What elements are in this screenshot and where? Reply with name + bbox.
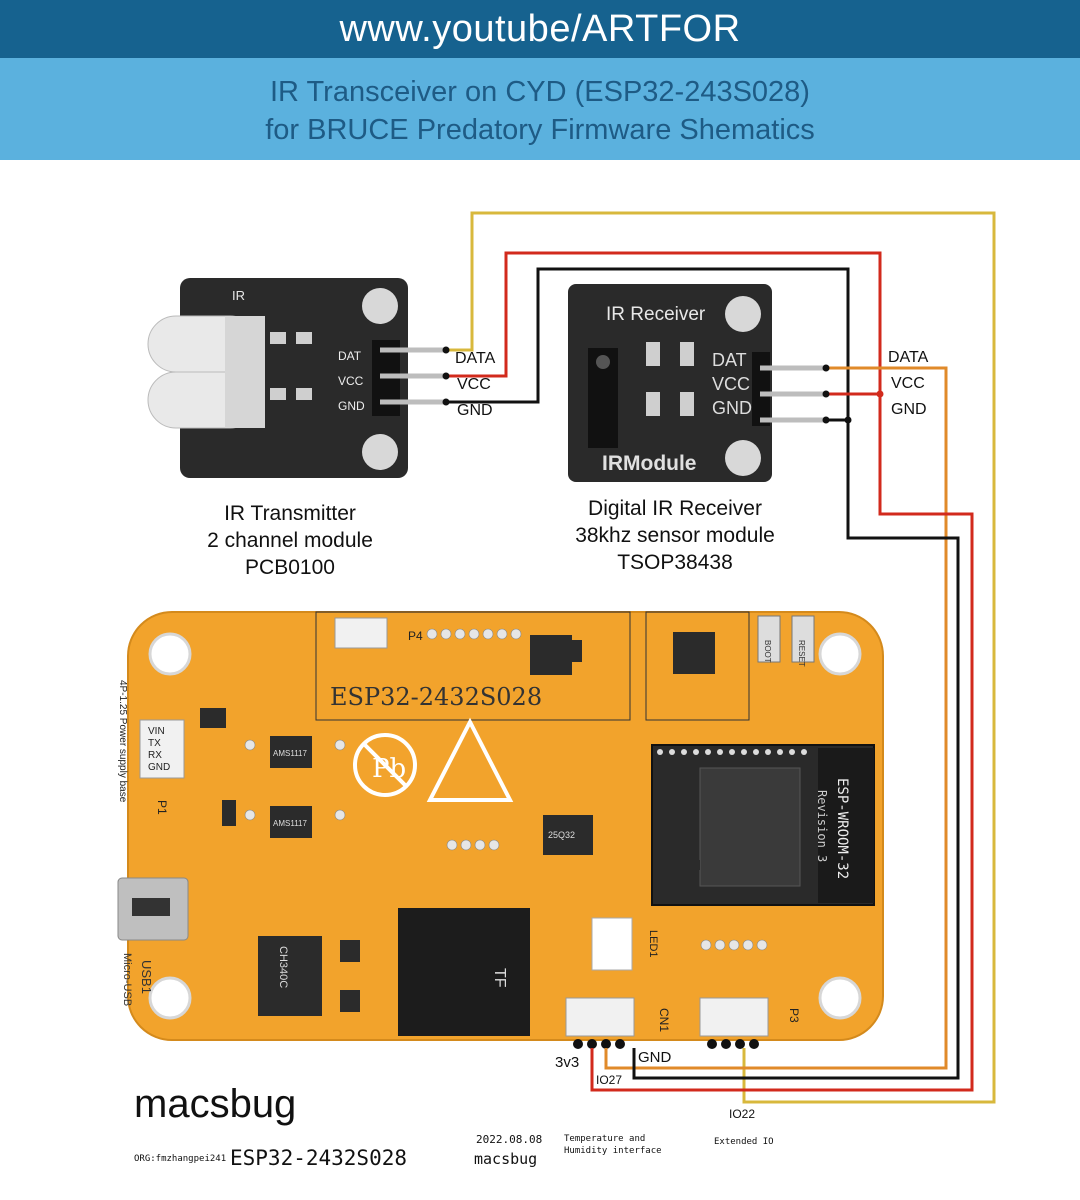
p1-power-connector: VIN TX RX GND P1 4P-1.25 Power supply ba… <box>117 680 185 815</box>
p3-label: P3 <box>787 1008 801 1023</box>
cn1-3v3-label: 3v3 <box>555 1054 580 1071</box>
boot-button-label: BOOT <box>763 640 772 663</box>
rx-wire-label-vcc: VCC <box>891 375 925 392</box>
rx-board-bottom: IRModule <box>602 452 697 475</box>
cn1-io27-label: IO27 <box>596 1073 623 1087</box>
footer-board-name: ESP32-2432S028 <box>230 1146 408 1170</box>
tx-wire-label-gnd: GND <box>457 402 493 419</box>
chip-label-2: AMS1117 <box>273 819 307 828</box>
ir-transmitter-module: IR DAT VCC GND <box>147 278 446 478</box>
rx-wire-label-gnd: GND <box>891 401 927 418</box>
tx-pin-dat: DAT <box>338 349 362 363</box>
p1-pin-gnd: GND <box>148 762 170 773</box>
rx-caption: Digital IR Receiver 38khz sensor module … <box>544 495 806 576</box>
p4-label: P4 <box>408 629 423 643</box>
tf-label: TF <box>491 968 508 988</box>
tx-caption-3: PCB0100 <box>245 556 335 579</box>
regulator-chip-2 <box>270 806 312 838</box>
tx-wire-label-vcc: VCC <box>457 376 491 393</box>
rx-pin-dat: DAT <box>712 350 747 370</box>
footer-date: 2022.08.08 <box>476 1133 543 1146</box>
p3-connector: P3 <box>699 997 801 1037</box>
ir-receiver-module: IR Receiver DAT VCC GND IRModule <box>568 284 826 482</box>
channel-banner: www.youtube/ARTFOR <box>0 0 1080 58</box>
usb-label: Micro-USB <box>121 953 133 1006</box>
tx-wire-label-data: DATA <box>455 350 496 367</box>
micro-usb-connector: Micro-USB USB1 <box>117 877 189 1006</box>
usb1-label: USB1 <box>139 960 154 994</box>
svg-text:Pb: Pb <box>372 754 406 784</box>
rx-wire-label-data: DATA <box>888 349 929 366</box>
title-banner: IR Transceiver on CYD (ESP32-243S028) fo… <box>0 58 1080 160</box>
p1-pin-tx: TX <box>148 738 161 749</box>
chip-label-4: 25Q32 <box>548 830 575 840</box>
tx-board-label: IR <box>232 288 245 303</box>
footer-temp-line1: Temperature and <box>564 1134 646 1144</box>
tx-pin-vcc: VCC <box>338 374 364 388</box>
wire-rx-data <box>604 366 948 1070</box>
rx-caption-3: TSOP38438 <box>617 551 733 574</box>
rx-board-title: IR Receiver <box>606 304 706 325</box>
led1-label: LED1 <box>647 930 659 958</box>
module-label-2: Revision 3 <box>815 790 829 862</box>
reset-button-label: RESET <box>797 640 806 667</box>
chip-label-1: AMS1117 <box>273 749 307 758</box>
title-line-1: IR Transceiver on CYD (ESP32-243S028) <box>270 76 810 108</box>
tx-caption-1: IR Transmitter <box>224 502 356 525</box>
tx-caption-2: 2 channel module <box>207 529 373 552</box>
rx-caption-2: 38khz sensor module <box>575 524 775 547</box>
rx-pin-vcc: VCC <box>712 374 750 394</box>
regulator-chip-1 <box>270 736 312 768</box>
p1-pin-rx: RX <box>148 750 162 761</box>
usb-serial-chip <box>258 936 322 1016</box>
wire-junctions <box>442 346 884 424</box>
tx-pin-gnd: GND <box>338 399 365 413</box>
cn1-label: CN1 <box>657 1008 671 1032</box>
tx-caption: IR Transmitter 2 channel module PCB0100 <box>170 500 410 581</box>
p1-pin-vin: VIN <box>148 726 165 737</box>
p1-label: P1 <box>155 800 169 815</box>
cyd-board: ESP32-2432S028 Pb ESP-WROOM-32 Revision … <box>117 611 884 1049</box>
wire-tx-gnd <box>446 267 850 420</box>
esp-wroom-32-module: ESP-WROOM-32 Revision 3 <box>651 744 875 906</box>
board-silk-title: ESP32-2432S028 <box>330 683 542 711</box>
cn1-connector: CN1 <box>565 997 671 1037</box>
cn1-gnd-label: GND <box>638 1049 672 1066</box>
rx-caption-1: Digital IR Receiver <box>588 497 762 520</box>
footer-temp-line2: Humidity interface <box>564 1146 662 1156</box>
flash-chip <box>543 815 593 855</box>
wire-tx-vcc <box>446 251 882 395</box>
p3-io22-label: IO22 <box>729 1107 756 1121</box>
module-label-1: ESP-WROOM-32 <box>834 778 850 879</box>
footer-extended: Extended IO <box>714 1137 774 1147</box>
footer-author: macsbug <box>474 1150 538 1168</box>
tf-card-slot: TF <box>398 908 530 1036</box>
chip-label-3: CH340C <box>277 946 289 988</box>
title-line-2: for BRUCE Predatory Firmware Shematics <box>265 114 815 146</box>
wire-tx-data <box>446 211 996 1104</box>
rx-pin-gnd: GND <box>712 398 752 418</box>
power-base-label: 4P-1.25 Power supply base <box>117 680 128 803</box>
footer-org: ORG:fmzhangpei241 <box>134 1154 227 1164</box>
footer-brand: macsbug <box>134 1082 297 1126</box>
